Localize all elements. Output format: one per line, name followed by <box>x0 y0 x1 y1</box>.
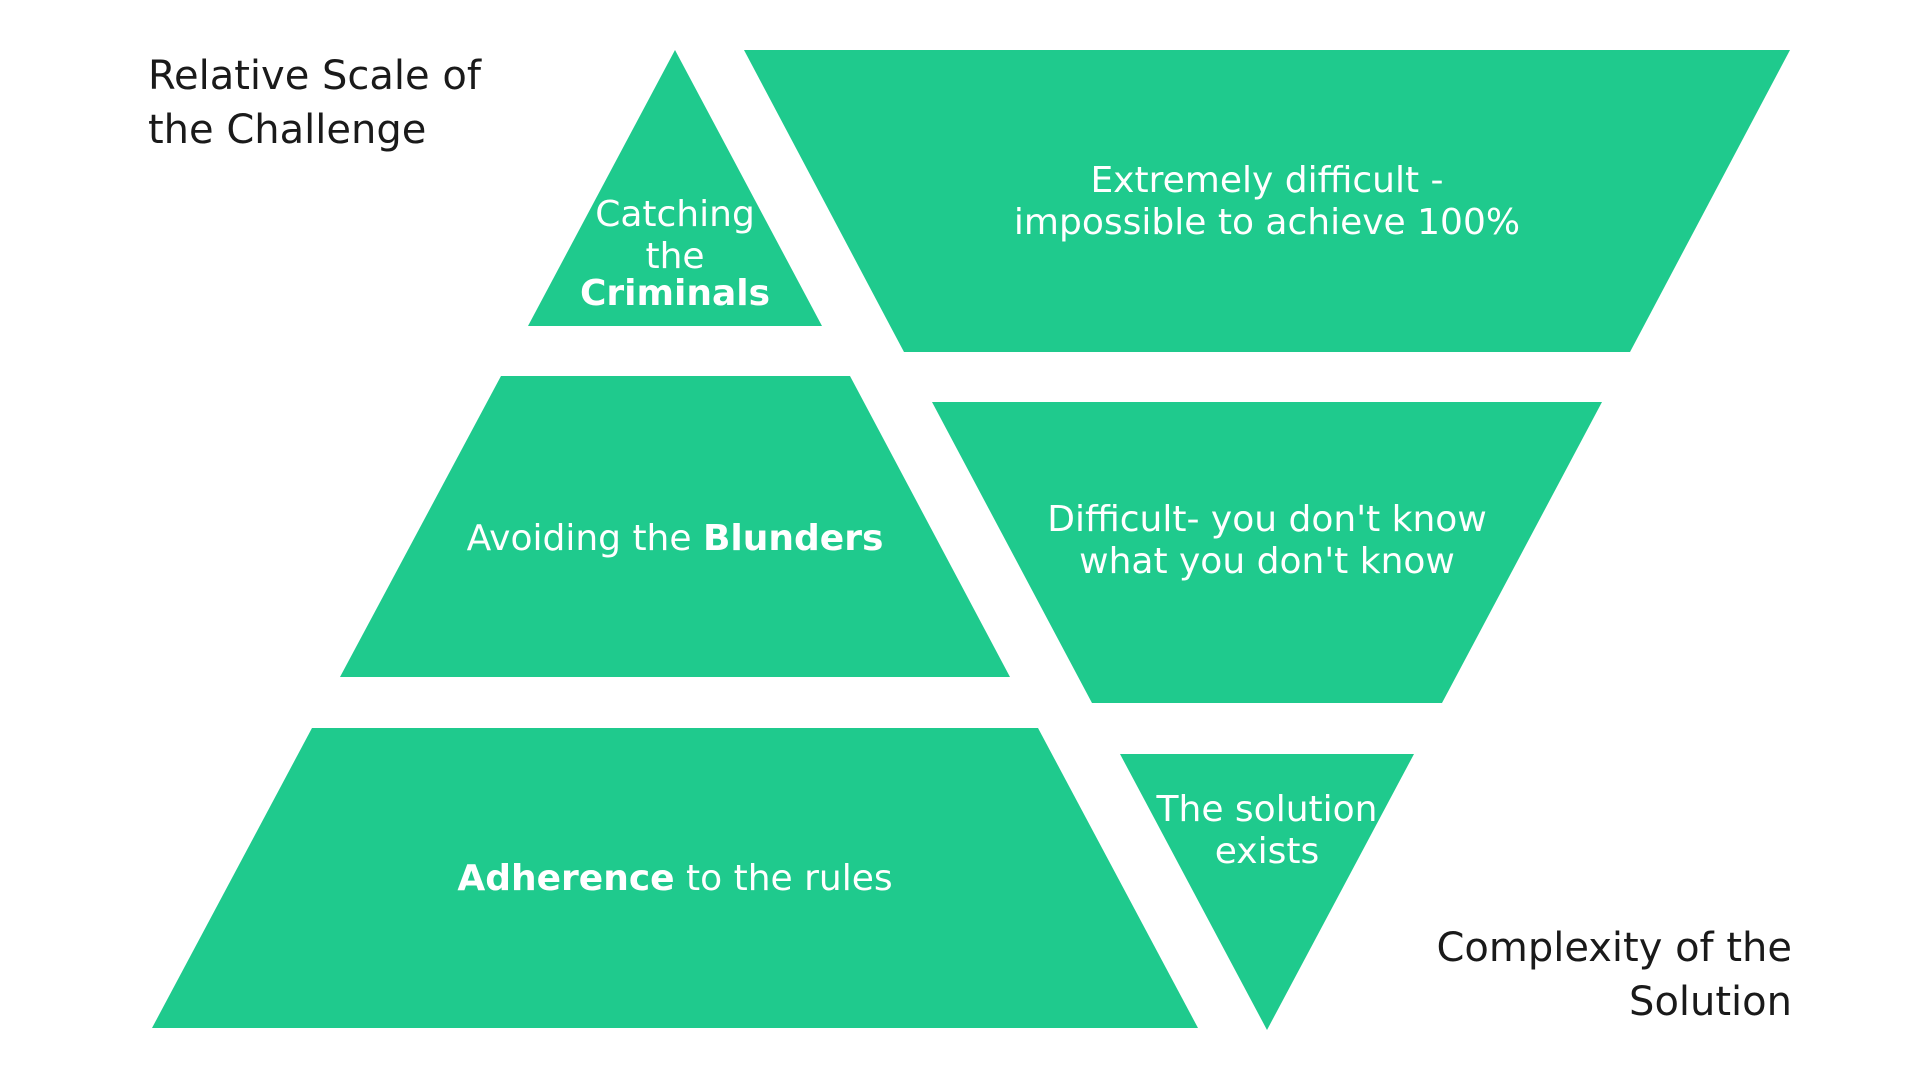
challenge-top-line-2: the <box>645 236 705 277</box>
challenge-top-triangle <box>528 50 822 326</box>
solution-bottom-triangle <box>1120 754 1414 1030</box>
solution-top-trapezoid <box>744 50 1790 352</box>
solution-middle-line-2: what you don't know <box>1079 541 1455 582</box>
solution-top-line-1: Extremely difficult - <box>1090 160 1444 201</box>
challenge-middle-bold: Blunders <box>702 518 884 559</box>
challenge-bottom-bold: Adherence <box>457 858 675 899</box>
challenge-top-text: Catching the Criminals <box>575 194 775 312</box>
solution-middle-text: Difficult- you don't know what you don't… <box>967 499 1567 583</box>
solution-middle-line-1: Difficult- you don't know <box>1047 499 1487 540</box>
solution-bottom-line-1: The solution <box>1156 789 1378 830</box>
challenge-axis-label: Relative Scale of the Challenge <box>148 49 481 157</box>
challenge-top-bold: Criminals <box>579 273 771 314</box>
solution-bottom-line-2: exists <box>1214 831 1320 872</box>
challenge-middle-trapezoid <box>340 376 1010 677</box>
solution-axis-line-2: Solution <box>1629 979 1792 1025</box>
challenge-middle-text: Avoiding the Blunders <box>425 518 925 560</box>
solution-middle-trapezoid <box>932 402 1602 703</box>
solution-bottom-text: The solution exists <box>1117 789 1417 873</box>
challenge-bottom-text: Adherence to the rules <box>425 858 925 900</box>
solution-top-text: Extremely difficult - impossible to achi… <box>967 160 1567 244</box>
challenge-axis-line-2: the Challenge <box>148 107 427 153</box>
challenge-middle-pre: Avoiding the <box>466 518 703 559</box>
challenge-bottom-trapezoid <box>152 728 1198 1028</box>
challenge-axis-line-1: Relative Scale of <box>148 53 481 99</box>
solution-top-line-2: impossible to achieve 100% <box>1013 202 1521 243</box>
challenge-bottom-post: to the rules <box>674 858 893 899</box>
solution-axis-label: Complexity of the Solution <box>1436 921 1792 1029</box>
solution-axis-line-1: Complexity of the <box>1436 925 1792 971</box>
challenge-top-line-3: Criminals <box>575 276 775 312</box>
challenge-top-line-1: Catching <box>595 194 755 235</box>
